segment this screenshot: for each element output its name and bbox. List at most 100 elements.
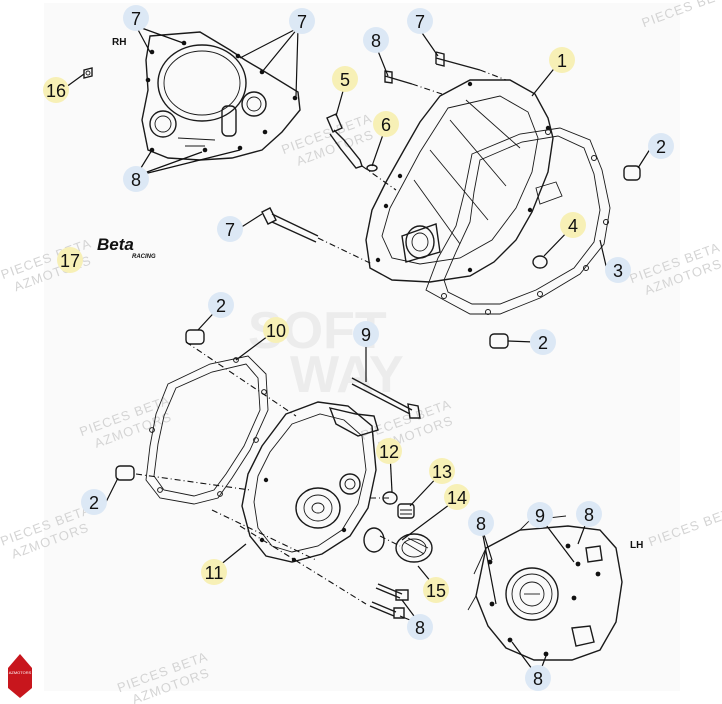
part-16-clip — [83, 67, 93, 79]
callout-circle — [376, 438, 402, 464]
callout-number: 11 — [205, 563, 224, 583]
callout-7: 7 — [123, 5, 149, 31]
callout-number: 9 — [535, 506, 545, 526]
callout-number: 3 — [613, 261, 623, 281]
callout-9: 9 — [353, 321, 379, 347]
callout-number: 5 — [340, 70, 350, 90]
callout-circle — [201, 559, 227, 585]
callout-number: 12 — [379, 442, 399, 462]
callout-7: 7 — [407, 8, 433, 34]
callout-2: 2 — [208, 292, 234, 318]
callout-3: 3 — [605, 257, 631, 283]
diagram-panel — [44, 3, 680, 691]
callout-number: 1 — [557, 51, 567, 71]
callout-circle — [353, 321, 379, 347]
callout-number: 9 — [361, 325, 371, 345]
callout-number: 8 — [533, 669, 543, 689]
bolt-9 — [351, 377, 421, 419]
callout-7: 7 — [217, 216, 243, 242]
callout-circle — [43, 77, 69, 103]
callout-circle — [407, 8, 433, 34]
part-14-oring — [363, 527, 385, 553]
callout-14: 14 — [444, 484, 470, 510]
callout-8: 8 — [407, 614, 433, 640]
callout-17: 17 — [57, 247, 83, 273]
callout-1: 1 — [549, 47, 575, 73]
callout-circle — [289, 8, 315, 34]
part-3-gasket — [425, 127, 611, 315]
callout-circle — [423, 577, 449, 603]
callout-number: 4 — [568, 216, 578, 236]
callout-number: 8 — [415, 618, 425, 638]
rh-label: RH — [112, 37, 126, 48]
callout-number: 2 — [538, 333, 548, 353]
callout-2: 2 — [530, 329, 556, 355]
callout-circle — [208, 292, 234, 318]
callout-12: 12 — [376, 438, 402, 464]
part-11-cover — [241, 401, 379, 563]
top-bolts — [384, 51, 507, 95]
callout-circle — [605, 257, 631, 283]
part-17-beta-logo: Beta RACING — [97, 235, 156, 260]
callout-8: 8 — [576, 501, 602, 527]
callout-16: 16 — [43, 77, 69, 103]
callout-number: 13 — [432, 462, 452, 482]
watermark-center-bottom: WAY — [290, 346, 404, 404]
callout-circle — [648, 133, 674, 159]
callout-circle — [444, 484, 470, 510]
lh-cover-view: LH — [467, 515, 643, 661]
callout-circle — [217, 216, 243, 242]
callout-15: 15 — [423, 577, 449, 603]
part-10-gasket — [145, 355, 269, 505]
callout-circle — [81, 489, 107, 515]
callout-circle — [560, 212, 586, 238]
callout-number: 7 — [415, 12, 425, 32]
callout-number: 7 — [225, 220, 235, 240]
callout-8: 8 — [468, 510, 494, 536]
callout-number: 7 — [297, 12, 307, 32]
watermark-text: PIECES BETA — [646, 503, 722, 550]
callout-circle — [530, 329, 556, 355]
callout-number: 16 — [46, 81, 66, 101]
callout-number: 15 — [426, 581, 446, 601]
callout-number: 2 — [656, 137, 666, 157]
callout-number: 7 — [131, 9, 141, 29]
callout-number: 8 — [371, 31, 381, 51]
watermark-text: PIECES BETA — [640, 0, 722, 30]
callout-number: 8 — [476, 514, 486, 534]
callout-circle — [332, 66, 358, 92]
callout-9: 9 — [527, 502, 553, 528]
bolt-7-long — [261, 207, 373, 265]
rh-crankcase-view: RH — [112, 31, 301, 161]
callout-number: 8 — [131, 170, 141, 190]
callout-number: 14 — [447, 488, 467, 508]
callout-circle — [527, 502, 553, 528]
callout-6: 6 — [373, 111, 399, 137]
brand-name: Beta — [97, 235, 134, 254]
callout-13: 13 — [429, 458, 455, 484]
dowel-pin-2 — [489, 333, 509, 349]
callout-number: 17 — [60, 251, 80, 271]
callout-circle — [549, 47, 575, 73]
callout-circle — [123, 166, 149, 192]
callout-8: 8 — [525, 665, 551, 691]
callout-10: 10 — [263, 317, 289, 343]
callout-4: 4 — [560, 212, 586, 238]
callout-2: 2 — [81, 489, 107, 515]
callout-number: 6 — [381, 115, 391, 135]
callout-number: 2 — [216, 296, 226, 316]
callout-circle — [123, 5, 149, 31]
callout-7: 7 — [289, 8, 315, 34]
dowel-pin-2 — [185, 329, 205, 345]
callout-circle — [576, 501, 602, 527]
callout-11: 11 — [201, 559, 227, 585]
shield-icon — [8, 654, 32, 698]
callout-circle — [363, 27, 389, 53]
callout-number: 8 — [584, 505, 594, 525]
brand-tagline: RACING — [132, 254, 156, 260]
callout-5: 5 — [332, 66, 358, 92]
callout-8: 8 — [123, 166, 149, 192]
callout-circle — [263, 317, 289, 343]
